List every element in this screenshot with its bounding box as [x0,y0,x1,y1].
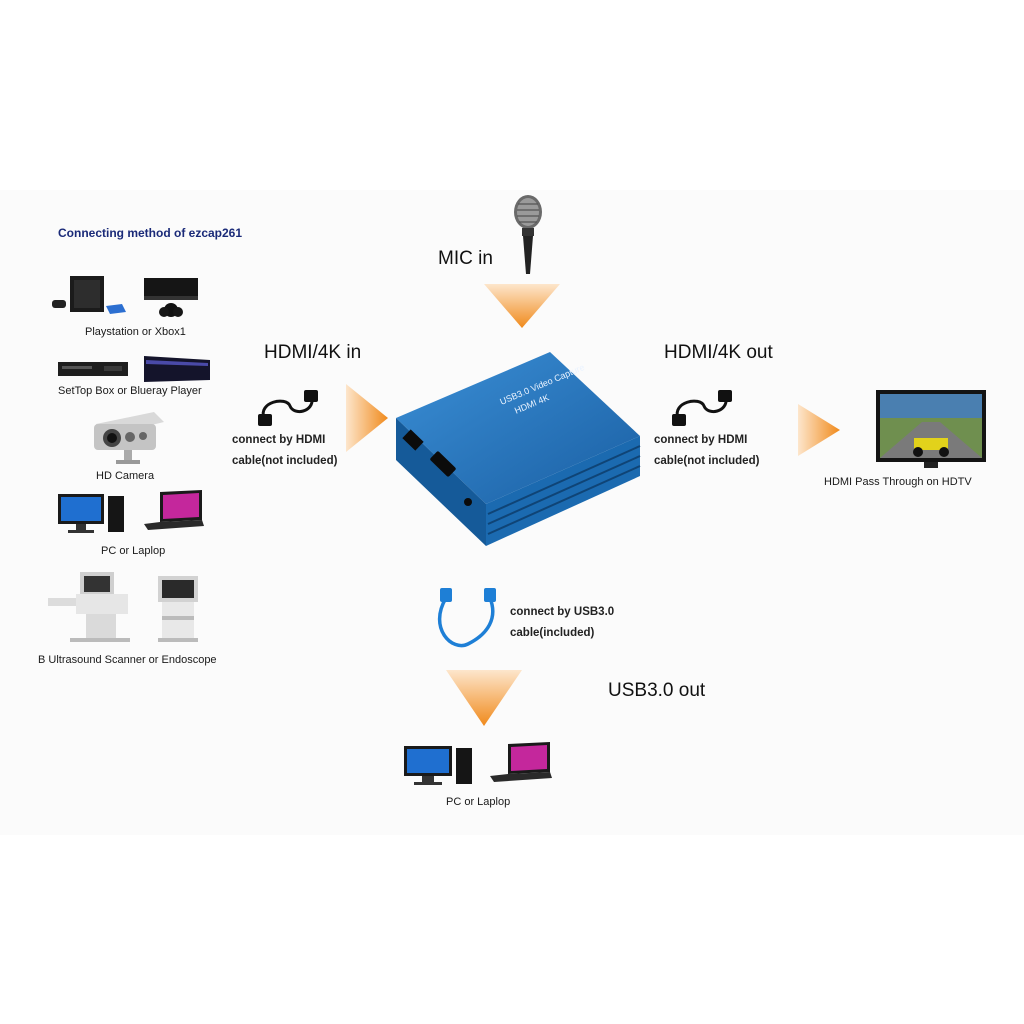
source-label-pc: PC or Laplop [101,545,166,557]
arrow-down-usb [446,670,522,726]
hdmi-cable-icon-in [258,390,318,426]
hdmi-in-label: HDMI/4K in [264,342,362,363]
usb-note-line2: cable(included) [510,627,595,639]
output-pc-laptop-icon [404,742,552,785]
hdmi-in-note-line2: cable(not included) [232,455,338,467]
source-label-console: Playstation or Xbox1 [85,326,186,338]
tv-icon [876,390,986,468]
pc-laptop-icon [58,490,204,533]
hdmi-in-note-line1: connect by HDMI [232,434,326,446]
ultrasound-icon [48,572,198,642]
usb-note: connect by USB3.0 cable(included) [510,602,614,644]
diagram-title: Connecting method of ezcap261 [58,226,243,240]
hdmi-out-note-line2: cable(not included) [654,455,760,467]
hdmi-in-note: connect by HDMI cable(not included) [232,430,337,472]
source-label-settop: SetTop Box or Blueray Player [58,385,202,397]
tv-label: HDMI Pass Through on HDTV [824,476,972,488]
game-console-icon [52,276,198,317]
arrow-right-in [346,384,388,452]
hdmi-out-note-line1: connect by HDMI [654,434,748,446]
mic-label: MIC in [438,248,493,269]
source-label-camera: HD Camera [96,470,155,482]
microphone-icon [514,195,542,274]
hdmi-cable-icon-out [672,390,732,426]
capture-device: USB3.0 Video Capture HDMI 4K [396,352,641,546]
arrow-right-out [798,404,840,456]
usb-note-line1: connect by USB3.0 [510,606,615,618]
usb-out-label: USB3.0 out [608,680,706,701]
hdmi-out-label: HDMI/4K out [664,342,773,363]
output-label: PC or Laplop [446,796,511,808]
camera-icon [94,412,164,464]
hdmi-out-note: connect by HDMI cable(not included) [654,430,759,472]
arrow-down-mic [484,284,560,328]
usb-cable-icon [438,588,496,648]
settop-box-icon [58,356,210,382]
source-label-ultrasound: B Ultrasound Scanner or Endoscope [38,654,217,666]
